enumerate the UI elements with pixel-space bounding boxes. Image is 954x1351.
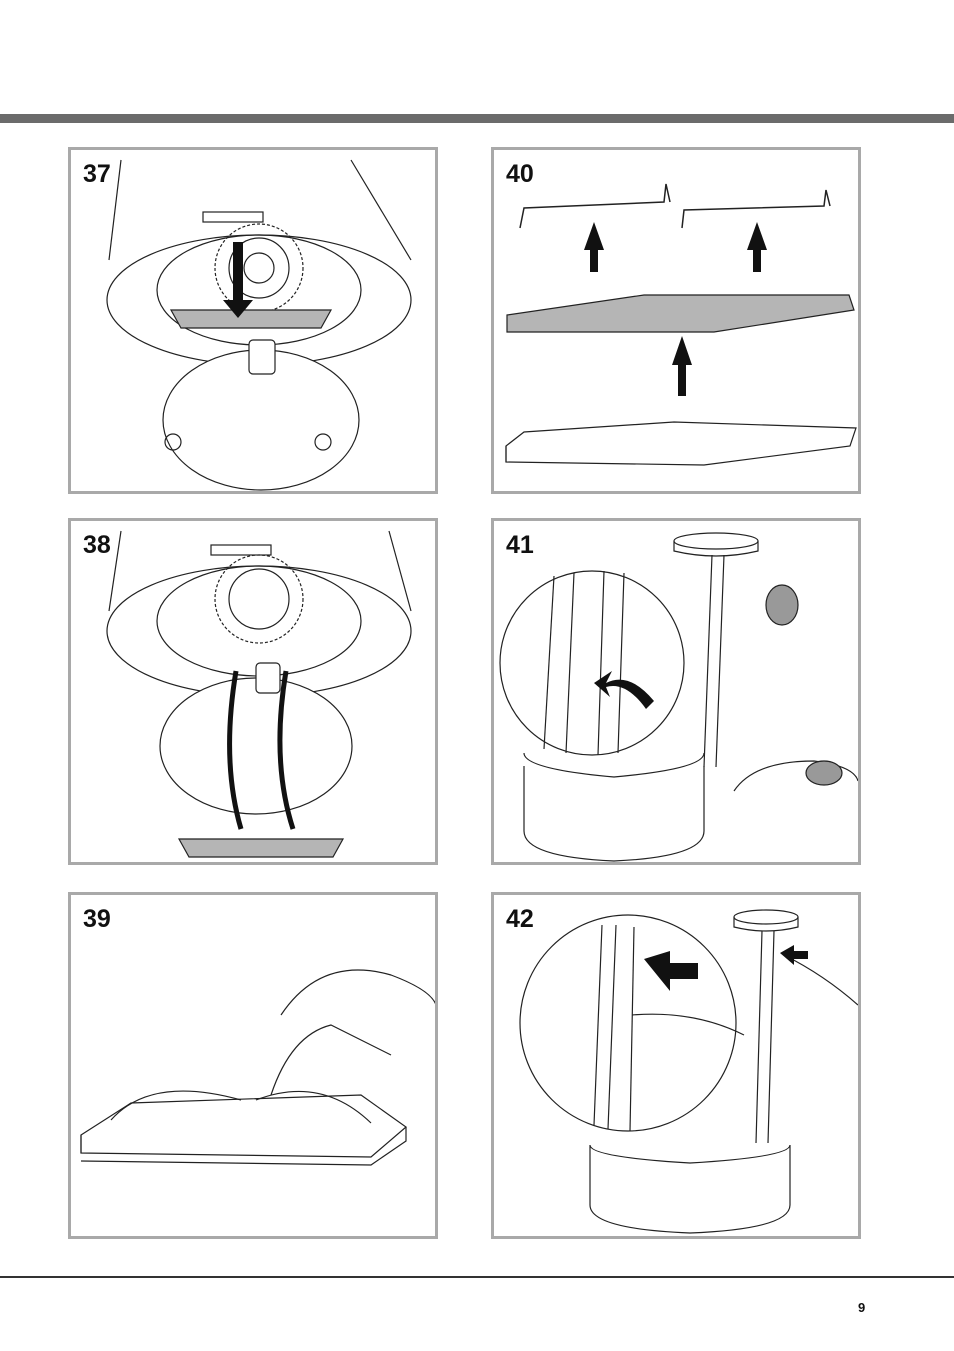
step-38-panel: 38 [68,518,438,865]
step-number: 39 [83,905,111,934]
hood-filter-removal-illustration [71,150,435,491]
step-37-panel: 37 [68,147,438,494]
filter-clip-release-illustration [71,895,435,1236]
step-41-panel: 41 [491,518,861,865]
step-number: 37 [83,160,111,189]
column-cover-removal-illustration [494,521,858,862]
footer-rule [0,1276,954,1278]
step-number: 38 [83,531,111,560]
hood-filter-lowering-illustration [71,521,435,862]
step-number: 42 [506,905,534,934]
page-number: 9 [858,1300,865,1315]
column-cover-fitting-illustration [494,895,858,1236]
header-bar [0,114,954,123]
step-40-panel: 40 [491,147,861,494]
step-42-panel: 42 [491,892,861,1239]
filter-disassembly-illustration [494,150,858,491]
step-39-panel: 39 [68,892,438,1239]
step-number: 40 [506,160,534,189]
step-number: 41 [506,531,534,560]
